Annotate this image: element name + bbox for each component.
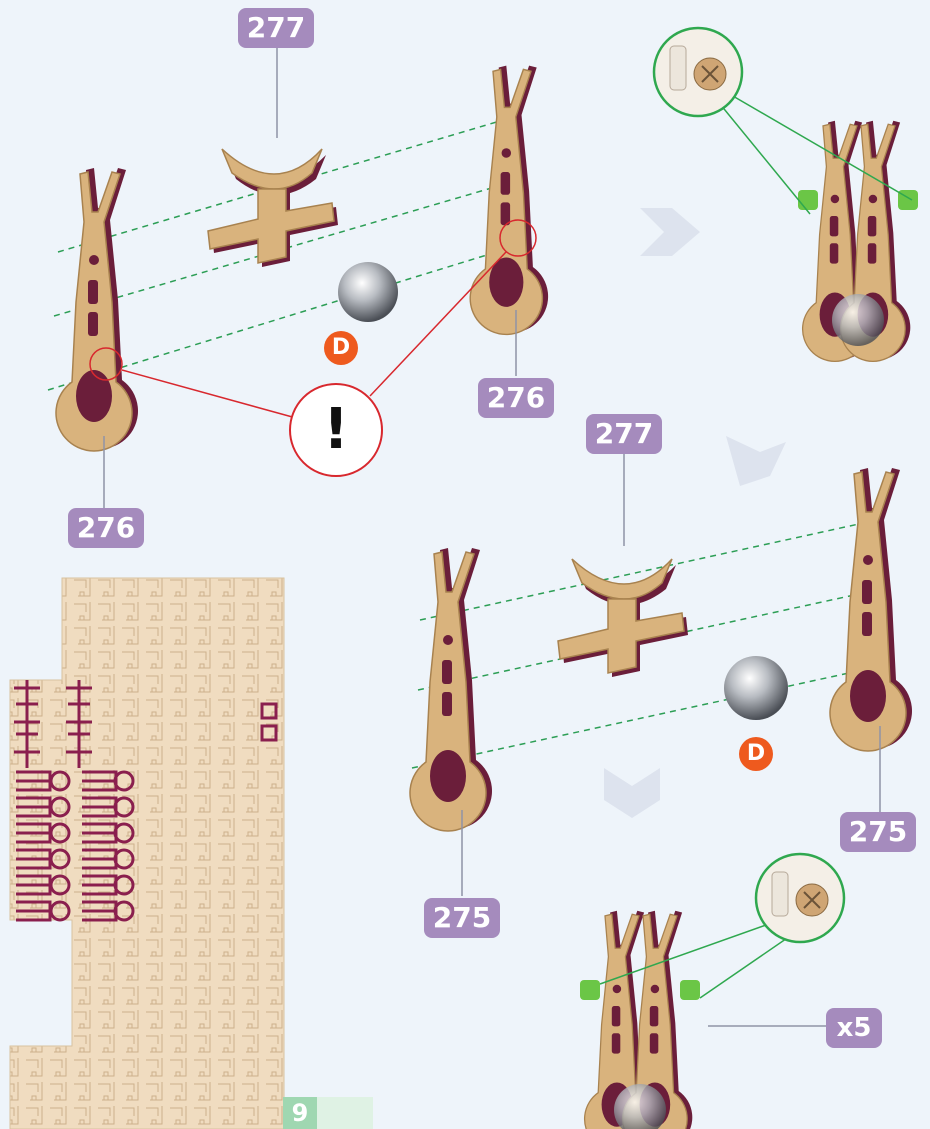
quantity-label: x5 bbox=[826, 1008, 882, 1048]
ball-marker-d: D bbox=[324, 331, 358, 365]
ball-marker-d-2: D bbox=[739, 737, 773, 771]
part-label-277-mid: 277 bbox=[586, 414, 662, 454]
part-label-277-top: 277 bbox=[238, 8, 314, 48]
step2-guide-lines bbox=[412, 522, 872, 768]
part-277-cross-piece bbox=[208, 149, 338, 267]
steel-ball-d-2 bbox=[724, 656, 788, 720]
warning-exclamation-icon: ! bbox=[316, 398, 356, 462]
part-277-cross-piece-2 bbox=[558, 559, 688, 677]
part-label-276-left: 276 bbox=[68, 508, 144, 548]
step2-assembled-result bbox=[580, 911, 700, 1129]
page-number-bar: 9 bbox=[283, 1097, 373, 1129]
part-275-right-arm bbox=[830, 468, 912, 751]
steel-ball-d bbox=[338, 262, 398, 322]
down-left-arrow-icon bbox=[726, 436, 786, 486]
warning-callout bbox=[90, 220, 536, 476]
part-label-275-right: 275 bbox=[840, 812, 916, 852]
parts-sheet bbox=[10, 578, 284, 1129]
part-276-left-arm bbox=[56, 168, 138, 451]
part-label-275-left: 275 bbox=[424, 898, 500, 938]
page-number: 9 bbox=[283, 1097, 317, 1129]
down-arrow-icon bbox=[604, 768, 660, 818]
step1-assembled-result bbox=[798, 121, 918, 362]
part-276-right-arm bbox=[470, 66, 548, 335]
next-arrow-icon bbox=[640, 208, 700, 256]
part-label-276-right: 276 bbox=[478, 378, 554, 418]
